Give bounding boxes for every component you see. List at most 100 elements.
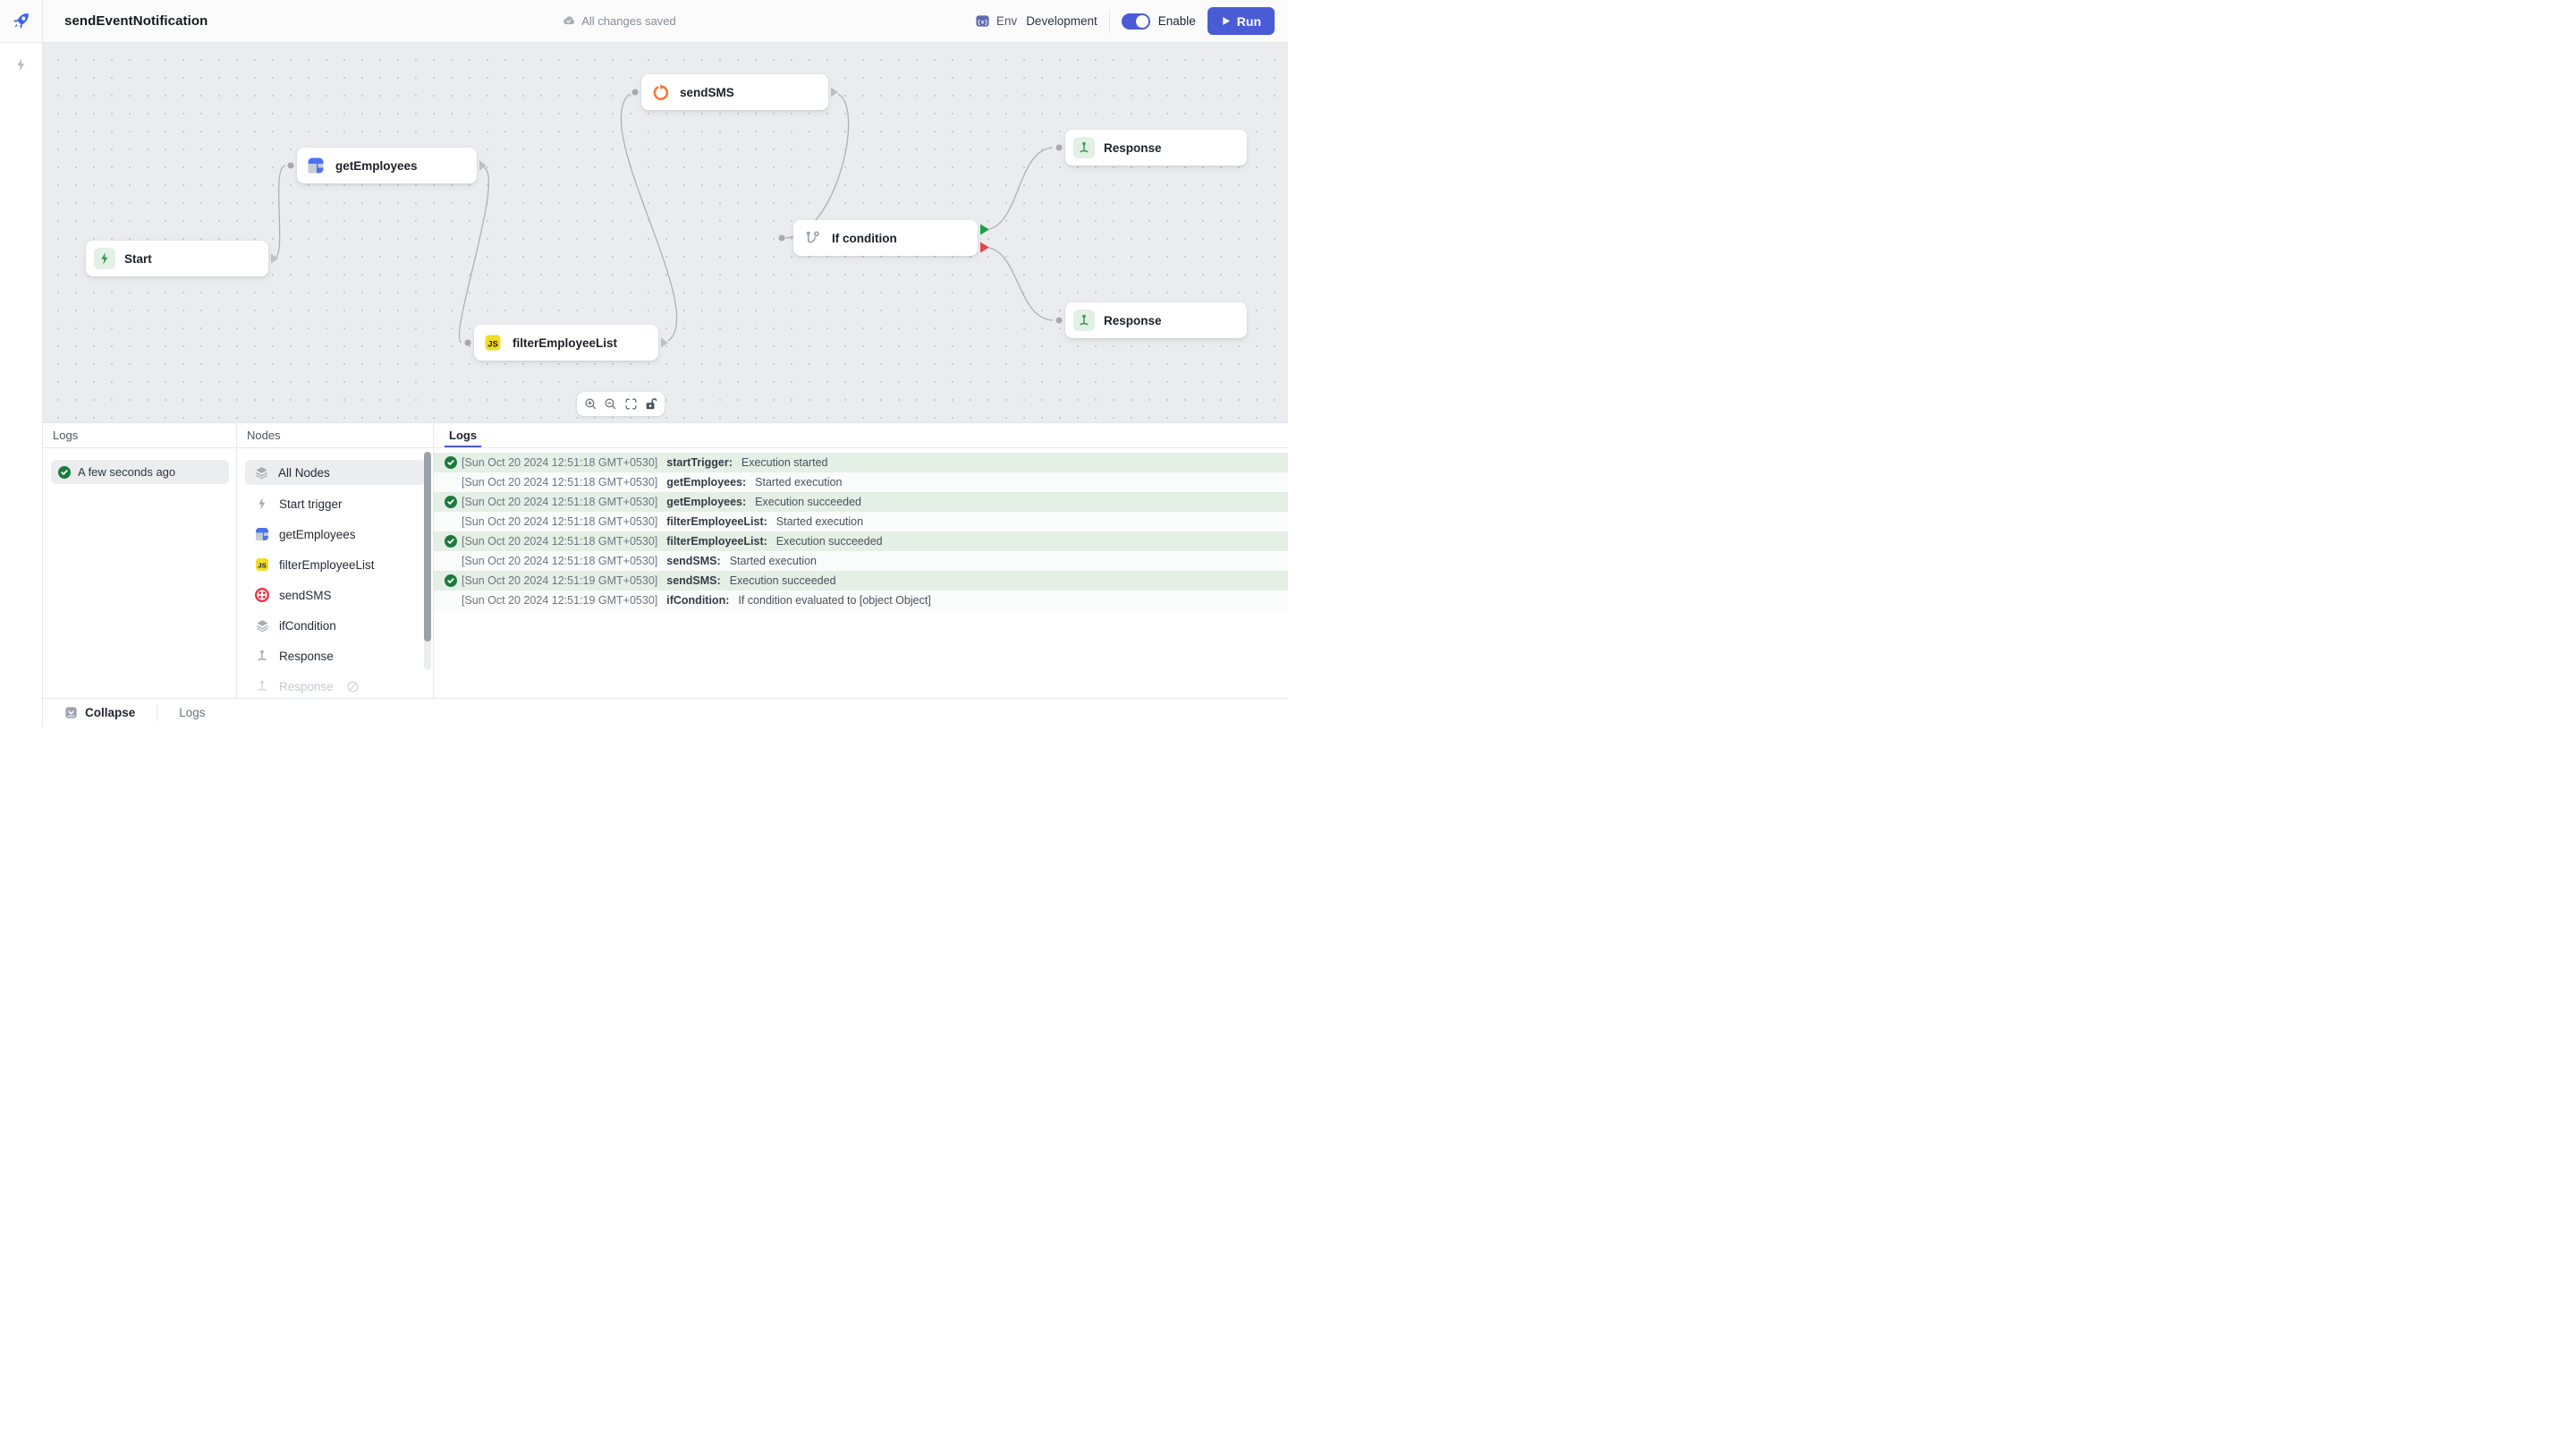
- lock-icon[interactable]: [644, 397, 657, 411]
- bottom-bar: Collapse Logs: [43, 698, 1288, 726]
- node-start[interactable]: Start: [86, 241, 268, 276]
- node-getemployees[interactable]: getEmployees: [297, 148, 477, 183]
- run-button[interactable]: Run: [1207, 7, 1275, 35]
- node-label: getEmployees: [335, 158, 418, 173]
- node-item-label: Response: [279, 679, 334, 693]
- workflow-title: sendEventNotification: [64, 13, 208, 29]
- log-message: Started execution: [729, 555, 817, 567]
- enable-toggle[interactable]: [1121, 13, 1150, 30]
- js-yellow-icon: [482, 332, 504, 353]
- run-button-label: Run: [1236, 13, 1261, 29]
- node-label: sendSMS: [680, 85, 734, 99]
- log-timestamp: [Sun Oct 20 2024 12:51:19 GMT+0530]: [462, 574, 658, 587]
- pin-green-icon: [1073, 137, 1095, 158]
- collapse-button[interactable]: Collapse: [64, 706, 135, 719]
- success-check-icon: [445, 496, 457, 508]
- environment-selector[interactable]: {x} Env Development: [975, 13, 1097, 29]
- env-label: Env: [996, 14, 1018, 28]
- canvas-toolbar: [577, 392, 665, 416]
- zoom-out-icon[interactable]: [604, 397, 617, 411]
- log-message: Started execution: [755, 476, 843, 489]
- log-source: sendSMS:: [666, 574, 721, 587]
- log-row[interactable]: [Sun Oct 20 2024 12:51:18 GMT+0530] send…: [434, 551, 1288, 571]
- log-timestamp: [Sun Oct 20 2024 12:51:18 GMT+0530]: [462, 515, 658, 528]
- bottombar-logs-tab[interactable]: Logs: [179, 706, 206, 719]
- nodes-filter-all[interactable]: All Nodes: [245, 460, 426, 485]
- success-check-icon: [445, 574, 457, 587]
- collapse-icon: [65, 707, 77, 718]
- nodes-scrollbar-track: [424, 452, 431, 670]
- node-label: Response: [1104, 140, 1162, 155]
- trigger-nav-icon[interactable]: [13, 57, 29, 726]
- log-message: Execution started: [741, 456, 828, 469]
- node-filteremployeelist[interactable]: filterEmployeeList: [474, 325, 658, 361]
- nodes-filter-starttrigger[interactable]: Start trigger: [237, 489, 433, 519]
- disabled-slash-icon: [346, 680, 360, 693]
- true-branch-port: [980, 224, 989, 235]
- tab-logs[interactable]: Logs: [445, 429, 482, 447]
- success-check-icon: [445, 456, 457, 469]
- save-status-label: All changes saved: [581, 14, 676, 28]
- log-row[interactable]: [Sun Oct 20 2024 12:51:18 GMT+0530] getE…: [434, 492, 1288, 512]
- node-item-label: All Nodes: [278, 465, 330, 480]
- node-label: filterEmployeeList: [513, 336, 618, 350]
- node-ifcondition[interactable]: If condition: [793, 220, 978, 256]
- log-message: Execution succeeded: [755, 496, 862, 508]
- log-source: getEmployees:: [666, 476, 747, 489]
- table-blue-icon: [305, 155, 326, 176]
- top-bar: sendEventNotification All changes saved …: [0, 0, 1288, 43]
- success-check-icon: [58, 466, 71, 479]
- nodes-filter-response-disabled[interactable]: Response: [237, 671, 433, 698]
- log-timestamp: [Sun Oct 20 2024 12:51:18 GMT+0530]: [462, 476, 658, 489]
- logs-column: Logs [Sun Oct 20 2024 12:51:18 GMT+0530]…: [434, 423, 1288, 698]
- nodes-filter-response[interactable]: Response: [237, 641, 433, 671]
- edge-ifcondition-false-response: [988, 247, 1054, 321]
- nodes-filter-getemployees[interactable]: getEmployees: [237, 519, 433, 549]
- log-timestamp: [Sun Oct 20 2024 12:51:18 GMT+0530]: [462, 535, 658, 548]
- node-item-label: filterEmployeeList: [279, 557, 375, 572]
- left-sidebar: [0, 43, 43, 726]
- layers-icon: [254, 618, 270, 633]
- nodes-filter-sendsms[interactable]: sendSMS: [237, 580, 433, 610]
- node-item-label: Start trigger: [279, 497, 343, 511]
- node-response-false[interactable]: Response: [1065, 302, 1247, 338]
- loop-orange-icon: [649, 81, 671, 103]
- lightning-icon: [254, 497, 270, 511]
- play-icon: [1223, 17, 1230, 25]
- logs-tabbar: Logs: [434, 423, 1288, 448]
- log-row[interactable]: [Sun Oct 20 2024 12:51:18 GMT+0530] filt…: [434, 531, 1288, 551]
- collapse-label: Collapse: [85, 706, 136, 719]
- zoom-in-icon[interactable]: [584, 397, 597, 411]
- log-message: Started execution: [775, 515, 864, 528]
- log-timestamp: [Sun Oct 20 2024 12:51:18 GMT+0530]: [462, 456, 658, 469]
- log-check-spacer: [445, 594, 457, 607]
- svg-text:{x}: {x}: [977, 18, 987, 25]
- log-row[interactable]: [Sun Oct 20 2024 12:51:18 GMT+0530] getE…: [434, 472, 1288, 492]
- log-row[interactable]: [Sun Oct 20 2024 12:51:19 GMT+0530] send…: [434, 571, 1288, 591]
- log-output: [Sun Oct 20 2024 12:51:18 GMT+0530] star…: [434, 448, 1288, 610]
- workflow-canvas[interactable]: Start getEmployees sendSMS filterEmploye…: [43, 43, 1288, 422]
- nodes-filter-filteremployeelist[interactable]: filterEmployeeList: [237, 549, 433, 580]
- log-check-spacer: [445, 476, 457, 489]
- node-response-true[interactable]: Response: [1065, 130, 1247, 166]
- edge-filter-sendsms: [620, 93, 678, 342]
- run-history-item[interactable]: A few seconds ago: [51, 460, 229, 484]
- node-item-label: ifCondition: [279, 618, 336, 633]
- node-item-label: sendSMS: [279, 588, 332, 602]
- nodes-header: Nodes: [237, 423, 433, 448]
- pin-green-icon: [1073, 310, 1095, 331]
- enable-toggle-group: Enable: [1121, 13, 1196, 30]
- nodes-filter-ifcondition[interactable]: ifCondition: [237, 610, 433, 641]
- rocket-icon: [13, 13, 29, 30]
- node-sendsms[interactable]: sendSMS: [641, 74, 828, 110]
- pin-icon: [254, 649, 270, 663]
- log-message: If condition evaluated to [object Object…: [738, 594, 931, 607]
- log-row[interactable]: [Sun Oct 20 2024 12:51:19 GMT+0530] ifCo…: [434, 591, 1288, 610]
- nodes-scrollbar-thumb[interactable]: [424, 452, 431, 642]
- app-logo[interactable]: [0, 0, 43, 43]
- lightning-green-icon: [94, 248, 115, 269]
- env-value: Development: [1026, 14, 1097, 28]
- fit-view-icon[interactable]: [624, 397, 638, 411]
- log-row[interactable]: [Sun Oct 20 2024 12:51:18 GMT+0530] filt…: [434, 512, 1288, 531]
- log-row[interactable]: [Sun Oct 20 2024 12:51:18 GMT+0530] star…: [434, 453, 1288, 472]
